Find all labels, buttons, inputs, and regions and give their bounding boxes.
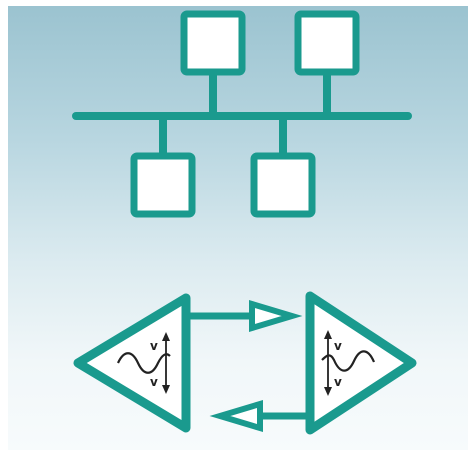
amplifier-triangle-left-icon: v v <box>73 293 191 433</box>
amp-left-label-bottom: v <box>150 375 158 389</box>
signal-wave-right <box>321 350 376 372</box>
amp-left-label-top: v <box>150 339 158 353</box>
amp-right-label-bottom: v <box>334 375 342 389</box>
node-box-bottom-right <box>250 152 316 218</box>
arrow-right-icon <box>182 299 303 333</box>
amp-right-label-top: v <box>334 339 342 353</box>
amplifier-triangle-right-icon: v v <box>305 291 417 435</box>
node-box-top-left <box>180 10 246 76</box>
node-box-bottom-left <box>130 152 196 218</box>
arrow-left-icon <box>209 390 314 433</box>
signal-wave-left <box>117 352 171 374</box>
bus-network-icon <box>72 10 412 218</box>
node-box-top-right <box>294 10 360 76</box>
